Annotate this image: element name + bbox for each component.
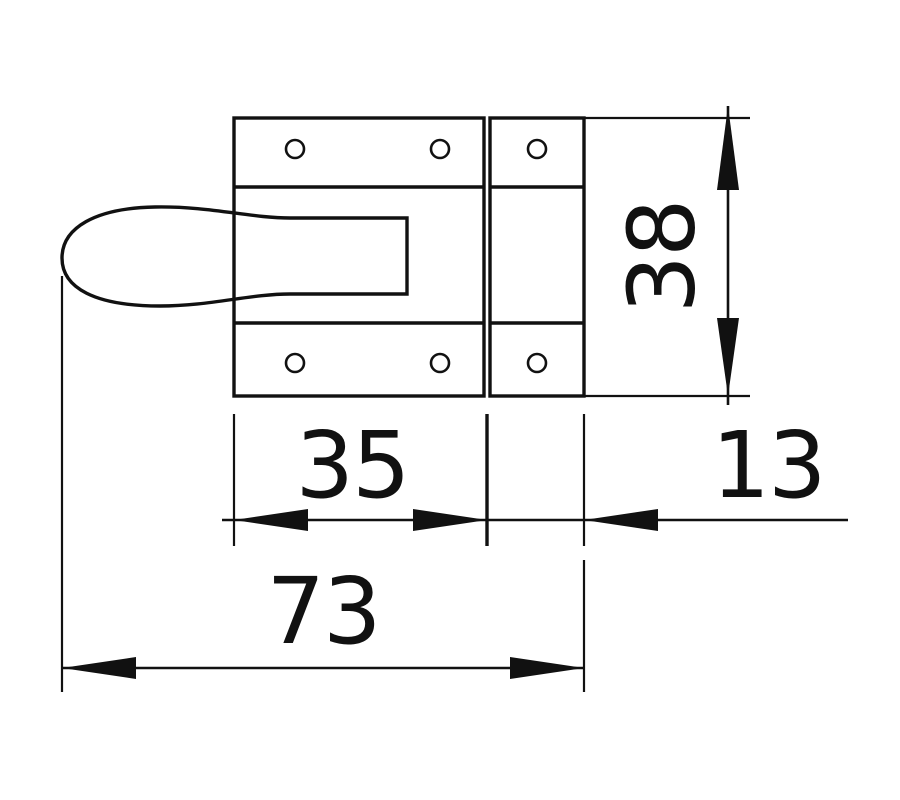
dimension-height: 38: [584, 106, 750, 405]
arrow-head: [717, 318, 739, 396]
dimension-label-height: 38: [608, 200, 715, 313]
dimension-label-plate-width: 35: [295, 412, 408, 519]
screw-hole: [284, 138, 306, 160]
dimension-label-keeper-offset: 13: [711, 412, 824, 519]
arrow-head: [717, 106, 739, 190]
screw-hole: [526, 352, 548, 374]
screw-holes: [284, 138, 548, 374]
dimension-plate-width: 35 13: [222, 412, 848, 546]
dimension-overall-length: 73: [60, 276, 586, 692]
arrow-head: [234, 509, 308, 531]
keeper-block: [488, 116, 586, 398]
bolt-handle: [60, 205, 409, 308]
arrow-head: [510, 657, 584, 679]
screw-hole: [526, 138, 548, 160]
keeper-outline: [488, 116, 586, 398]
arrow-head: [62, 657, 136, 679]
arrow-head: [584, 509, 658, 531]
screw-hole: [429, 352, 451, 374]
screw-hole: [429, 138, 451, 160]
arrow-head: [413, 509, 487, 531]
screw-hole: [284, 352, 306, 374]
dimension-label-overall-length: 73: [266, 558, 379, 665]
bolt-handle-shape: [60, 205, 409, 308]
latch-plate: [232, 116, 486, 398]
plate-outline: [232, 116, 486, 398]
